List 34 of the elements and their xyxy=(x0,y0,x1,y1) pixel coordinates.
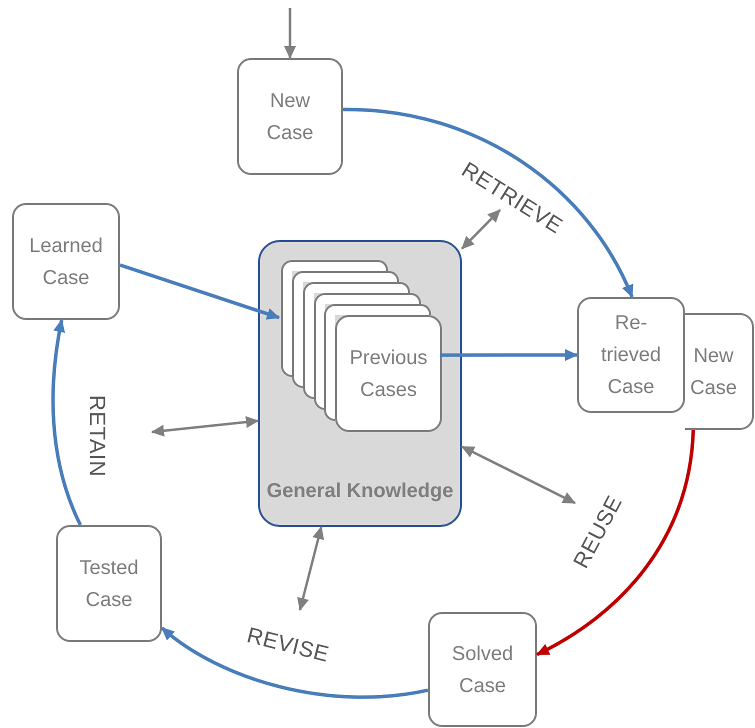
arrow xyxy=(536,430,696,656)
case-box xyxy=(577,297,685,413)
edge-label: REVISE xyxy=(244,622,332,668)
case-label: New Case xyxy=(689,344,738,400)
case-box xyxy=(12,203,120,320)
double-arrow xyxy=(461,446,576,504)
arrow xyxy=(440,349,578,361)
arrow xyxy=(160,626,428,699)
double-arrow xyxy=(297,526,324,611)
arrow xyxy=(342,108,634,298)
case-box xyxy=(428,612,537,727)
double-arrow xyxy=(151,416,259,437)
case-box xyxy=(335,315,442,432)
case-box xyxy=(56,525,162,642)
case-box xyxy=(685,313,754,430)
arrow xyxy=(51,319,82,526)
panel-title: General Knowledge xyxy=(266,479,454,504)
case-card xyxy=(292,271,303,388)
edge-label: RETAIN xyxy=(84,394,110,478)
knowledge-panel xyxy=(258,240,462,527)
case-card xyxy=(303,282,314,399)
arrow xyxy=(119,263,280,320)
double-arrow xyxy=(461,209,501,250)
case-label: Learned Case xyxy=(28,234,104,290)
case-card xyxy=(314,293,325,410)
case-box xyxy=(237,58,343,175)
case-label: Tested Case xyxy=(78,556,140,612)
arrow xyxy=(284,8,296,59)
case-label: Previous Cases xyxy=(348,346,428,402)
case-card xyxy=(324,304,335,421)
case-label: Re- trieved Case xyxy=(600,311,662,400)
case-card xyxy=(281,260,292,377)
case-label: New Case xyxy=(266,88,314,146)
case-label: Solved Case xyxy=(450,642,514,698)
